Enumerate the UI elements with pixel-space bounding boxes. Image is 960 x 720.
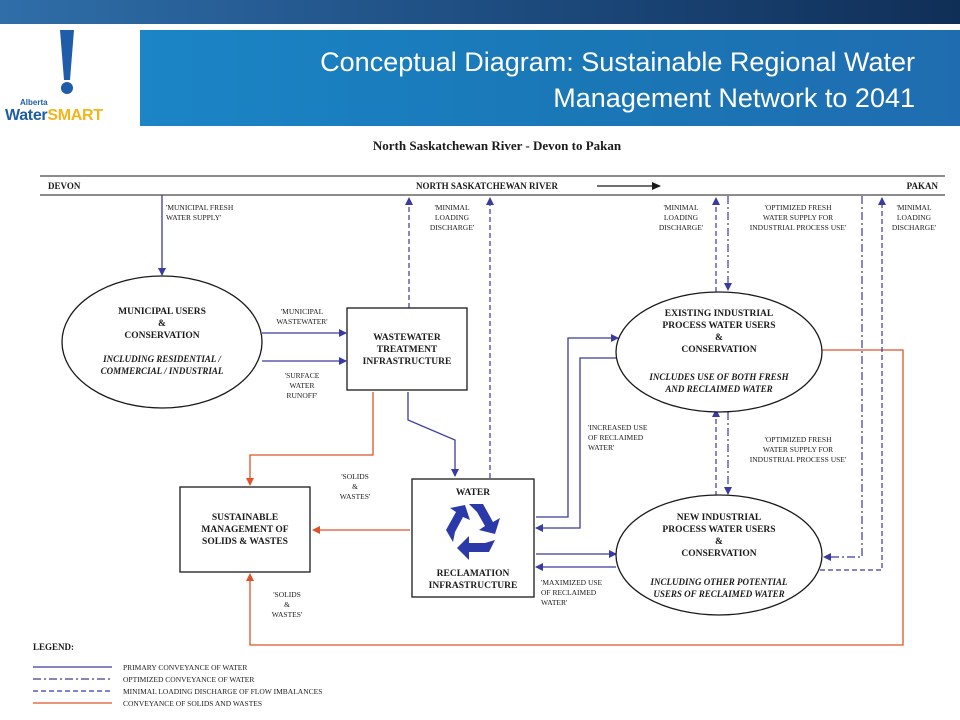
municipal-line4: INCLUDING RESIDENTIAL / xyxy=(102,354,222,364)
municipal-line3: CONSERVATION xyxy=(124,331,199,341)
exclamation-icon xyxy=(60,30,74,94)
label-incr-2: OF RECLAIMED xyxy=(588,433,644,442)
node-municipal-users: MUNICIPAL USERS & CONSERVATION INCLUDING… xyxy=(61,275,263,409)
existing-line5: INCLUDES USE OF BOTH FRESH xyxy=(648,372,789,382)
page-title-line2: Management Network to 2041 xyxy=(553,83,915,113)
node-wastewater-treatment: WASTEWATER TREATMENT INFRASTRUCTURE xyxy=(346,307,468,391)
label-minload-b-3: DISCHARGE' xyxy=(659,223,704,232)
label-muni-fresh-2: WATER SUPPLY' xyxy=(166,213,222,222)
label-solids-b-2: & xyxy=(284,600,290,609)
new-line1: NEW INDUSTRIAL xyxy=(677,513,762,523)
arrow-existing-to-reclamation xyxy=(535,357,618,532)
top-bar xyxy=(0,0,960,24)
existing-line4: CONSERVATION xyxy=(681,345,756,355)
label-muni-ww-1: 'MUNICIPAL xyxy=(281,307,324,316)
reclamation-line2: RECLAMATION xyxy=(437,569,510,579)
wastewater-line3: INFRASTRUCTURE xyxy=(363,357,452,367)
label-opt-top-3: INDUSTRIAL PROCESS USE' xyxy=(750,223,847,232)
node-water-reclamation: WATER RECLAMATION INFRASTRUCTURE xyxy=(411,478,535,598)
legend-item1: PRIMARY CONVEYANCE OF WATER xyxy=(123,663,247,672)
arrow-wastewater-to-reclamation xyxy=(407,392,459,477)
flow-labels: 'MUNICIPAL FRESH WATER SUPPLY' 'MUNICIPA… xyxy=(166,203,937,619)
new-line6: USERS OF RECLAIMED WATER xyxy=(653,589,784,599)
river-name-label: NORTH SASKATCHEWAN RIVER xyxy=(416,181,559,191)
label-minload-c-1: 'MINIMAL xyxy=(896,203,932,212)
label-incr-1: 'INCREASED USE xyxy=(588,423,648,432)
label-opt-top-2: WATER SUPPLY FOR xyxy=(763,213,833,222)
label-opt-mid-2: WATER SUPPLY FOR xyxy=(763,445,833,454)
label-minload-b-2: LOADING xyxy=(664,213,699,222)
legend-title: LEGEND: xyxy=(33,642,74,652)
label-opt-mid-1: 'OPTIMIZED FRESH xyxy=(765,435,833,444)
legend-item4: CONVEYANCE OF SOLIDS AND WASTES xyxy=(123,699,262,708)
logo-alberta-text: Alberta xyxy=(20,98,48,107)
existing-line3: & xyxy=(715,333,723,343)
node-new-industrial: NEW INDUSTRIAL PROCESS WATER USERS & CON… xyxy=(615,494,823,616)
logo-water-part: Water xyxy=(5,107,48,124)
reclamation-line3: INFRASTRUCTURE xyxy=(429,581,518,591)
arrow-optimized-supply-right xyxy=(823,196,863,561)
legend: LEGEND: PRIMARY CONVEYANCE OF WATER OPTI… xyxy=(33,642,322,708)
existing-line6: AND RECLAIMED WATER xyxy=(664,384,772,394)
arrow-new-minimal-discharge xyxy=(820,197,886,571)
label-solids-b-1: 'SOLIDS xyxy=(273,590,301,599)
label-max-1: 'MAXIMIZED USE xyxy=(541,578,603,587)
label-solids-a-3: WASTES' xyxy=(340,492,371,501)
label-opt-mid-3: INDUSTRIAL PROCESS USE' xyxy=(750,455,847,464)
legend-item3: MINIMAL LOADING DISCHARGE OF FLOW IMBALA… xyxy=(123,687,322,696)
municipal-line1: MUNICIPAL USERS xyxy=(118,307,206,317)
label-minload-a-3: DISCHARGE' xyxy=(430,223,475,232)
solids-line2: MANAGEMENT OF xyxy=(201,525,288,535)
arrow-industrial-solids-loop xyxy=(246,349,904,646)
alberta-watersmart-logo xyxy=(0,24,140,128)
node-existing-industrial: EXISTING INDUSTRIAL PROCESS WATER USERS … xyxy=(615,291,823,413)
existing-line1: EXISTING INDUSTRIAL xyxy=(665,309,774,319)
logo-watersmart-text: WaterSMART xyxy=(5,107,103,125)
municipal-line2: & xyxy=(158,319,166,329)
label-max-2: OF RECLAIMED xyxy=(541,588,597,597)
label-surface-3: RUNOFF' xyxy=(287,391,319,400)
water-network-diagram: North Saskatchewan River - Devon to Paka… xyxy=(33,138,945,708)
title-banner xyxy=(140,30,960,126)
solids-line3: SOLIDS & WASTES xyxy=(202,537,288,547)
river-devon-label: DEVON xyxy=(48,181,81,191)
label-max-3: WATER' xyxy=(541,598,568,607)
label-solids-a-1: 'SOLIDS xyxy=(341,472,369,481)
river: DEVON NORTH SASKATCHEWAN RIVER PAKAN xyxy=(40,175,945,196)
solids-line1: SUSTAINABLE xyxy=(212,513,278,523)
label-muni-fresh-1: 'MUNICIPAL FRESH xyxy=(166,203,234,212)
arrow-wastewater-solids xyxy=(246,392,374,486)
new-line4: CONSERVATION xyxy=(681,549,756,559)
river-pakan-label: PAKAN xyxy=(907,181,939,191)
label-minload-a-1: 'MINIMAL xyxy=(434,203,470,212)
wastewater-line2: TREATMENT xyxy=(377,345,438,355)
label-surface-1: 'SURFACE xyxy=(285,371,320,380)
legend-item2: OPTIMIZED CONVEYANCE OF WATER xyxy=(123,675,254,684)
new-line2: PROCESS WATER USERS xyxy=(662,525,775,535)
municipal-line5: COMMERCIAL / INDUSTRIAL xyxy=(101,366,224,376)
wastewater-line1: WASTEWATER xyxy=(373,333,441,343)
label-solids-a-2: & xyxy=(352,482,358,491)
new-line5: INCLUDING OTHER POTENTIAL xyxy=(649,577,788,587)
logo-smart-part: SMART xyxy=(47,107,103,124)
label-incr-3: WATER' xyxy=(588,443,615,452)
label-solids-b-3: WASTES' xyxy=(272,610,303,619)
label-surface-2: WATER xyxy=(290,381,315,390)
page-title: Conceptual Diagram: Sustainable Regional… xyxy=(150,44,915,116)
label-minload-b-1: 'MINIMAL xyxy=(663,203,699,212)
label-minload-c-2: LOADING xyxy=(897,213,932,222)
reclamation-line1: WATER xyxy=(456,488,490,498)
label-muni-ww-2: WASTEWATER' xyxy=(276,317,328,326)
page-title-line1: Conceptual Diagram: Sustainable Regional… xyxy=(320,47,915,77)
arrow-increased-reclaimed-use xyxy=(536,334,619,518)
label-minload-c-3: DISCHARGE' xyxy=(892,223,937,232)
new-line3: & xyxy=(715,537,723,547)
recycle-icon xyxy=(446,504,500,560)
label-opt-top-1: 'OPTIMIZED FRESH xyxy=(765,203,833,212)
node-solids-management: SUSTAINABLE MANAGEMENT OF SOLIDS & WASTE… xyxy=(179,486,311,573)
label-minload-a-2: LOADING xyxy=(435,213,470,222)
diagram-heading: North Saskatchewan River - Devon to Paka… xyxy=(373,138,622,153)
existing-line2: PROCESS WATER USERS xyxy=(662,321,775,331)
